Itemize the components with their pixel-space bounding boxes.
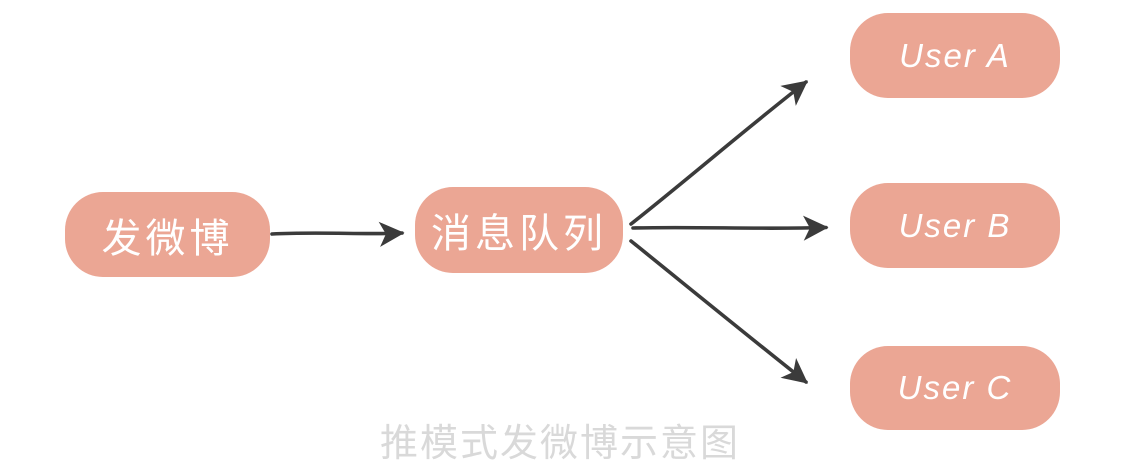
- arrow-queue-to-user-c: [629, 239, 808, 384]
- arrow-queue-to-user-b: [631, 215, 829, 241]
- node-message-queue: 消息队列: [415, 187, 623, 273]
- arrow-queue-to-user-a: [629, 80, 808, 226]
- node-user-a: User A: [850, 13, 1060, 98]
- node-user-c-label: User C: [897, 369, 1013, 406]
- node-post-weibo-label: 发微博: [101, 216, 234, 261]
- node-user-c: User C: [850, 346, 1060, 430]
- arrow-post-to-queue: [270, 221, 405, 247]
- node-user-b: User B: [850, 183, 1060, 268]
- node-message-queue-label: 消息队列: [431, 212, 607, 256]
- node-user-b-label: User B: [898, 206, 1012, 244]
- diagram-caption: 推模式发微博示意图: [379, 423, 740, 465]
- node-user-a-label: User A: [899, 36, 1011, 74]
- node-post-weibo: 发微博: [65, 192, 270, 277]
